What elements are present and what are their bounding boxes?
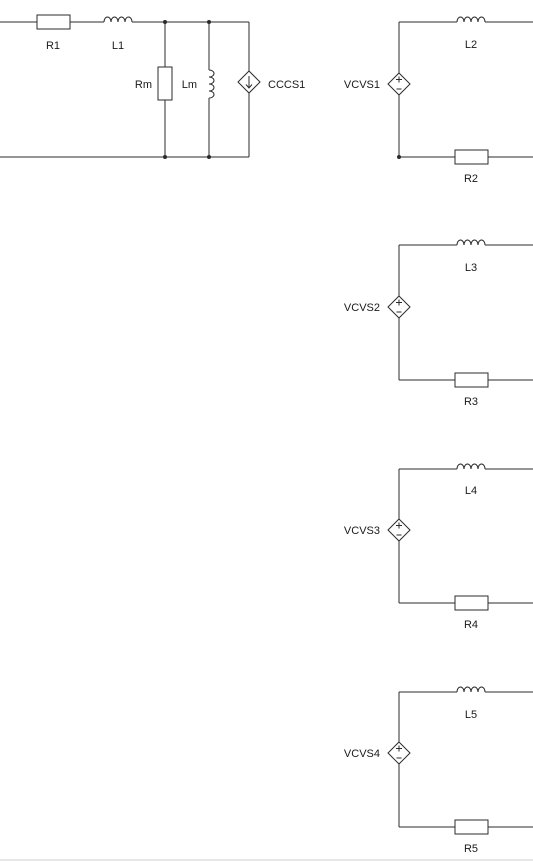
label-r3: R3: [464, 396, 478, 408]
label-rm: Rm: [135, 79, 152, 91]
junction-dot: [163, 20, 167, 24]
label-l1: L1: [112, 40, 124, 52]
label-l3: L3: [465, 262, 477, 274]
junction-dot: [397, 155, 401, 159]
label-vcvs3: VCVS3: [344, 525, 380, 537]
voltage-source-vcvs4: [387, 741, 411, 765]
inductor-lm: [208, 69, 215, 99]
resistor-r3: [454, 372, 489, 388]
primary-circuit: R1 L1 Rm Lm CCCS1: [0, 14, 305, 159]
inductor-l5: [456, 686, 486, 693]
secondary-circuit-4: VCVS4 L5 R5: [344, 686, 533, 855]
resistor-r2: [454, 149, 489, 165]
secondary-circuit-1: VCVS1 L2 R2: [344, 16, 533, 185]
label-vcvs4: VCVS4: [344, 748, 380, 760]
label-r5: R5: [464, 843, 478, 855]
label-vcvs1: VCVS1: [344, 79, 380, 91]
secondary-circuit-2: VCVS2 L3 R3: [344, 239, 533, 408]
voltage-source-vcvs1: [387, 72, 411, 96]
label-r4: R4: [464, 619, 478, 631]
label-l4: L4: [465, 485, 477, 497]
voltage-source-vcvs3: [387, 518, 411, 542]
label-r1: R1: [46, 40, 60, 52]
label-cccs1: CCCS1: [268, 79, 305, 91]
inductor-l2: [456, 16, 486, 23]
current-source-cccs1: [237, 70, 261, 94]
inductor-l1: [103, 16, 133, 23]
resistor-rm: [157, 66, 173, 101]
junction-dot: [163, 155, 167, 159]
resistor-r5: [454, 819, 489, 835]
label-r2: R2: [464, 173, 478, 185]
inductor-l3: [456, 239, 486, 246]
label-l5: L5: [465, 709, 477, 721]
inductor-l4: [456, 463, 486, 470]
label-vcvs2: VCVS2: [344, 302, 380, 314]
label-l2: L2: [465, 39, 477, 51]
junction-dot: [207, 20, 211, 24]
label-lm: Lm: [182, 79, 197, 91]
resistor-r4: [454, 595, 489, 611]
voltage-source-vcvs2: [387, 295, 411, 319]
secondary-circuit-3: VCVS3 L4 R4: [344, 463, 533, 631]
junction-dot: [207, 155, 211, 159]
resistor-r1: [36, 14, 71, 30]
